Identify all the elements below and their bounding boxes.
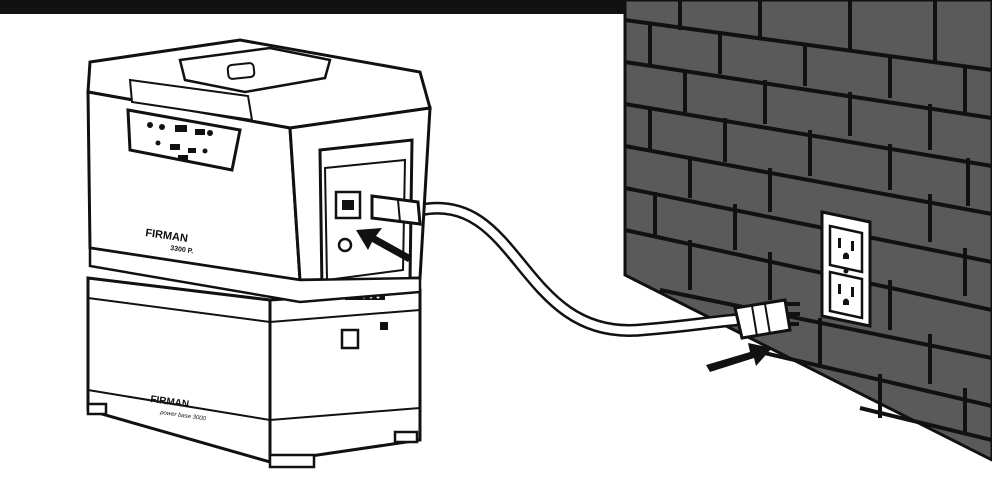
- base-brand-logo: FIRMAN: [150, 394, 190, 410]
- ac-cord: [413, 201, 742, 337]
- control-panel: [126, 108, 242, 172]
- cord-plug: [370, 194, 422, 226]
- wall-outlet: [820, 210, 872, 328]
- station-model-label: 3300 P.: [170, 245, 194, 255]
- arrow-icon: [356, 228, 412, 262]
- arrow-icon: [706, 343, 772, 372]
- top-banner: [0, 0, 760, 14]
- port-icon: [147, 122, 153, 128]
- brick-wall: [623, 0, 992, 462]
- wall-plug: [733, 298, 800, 340]
- battery-base: FIRMAN power base 3000: [86, 276, 422, 469]
- power-station: FIRMAN 3300 P.: [86, 38, 432, 304]
- station-brand-logo: FIRMAN: [145, 227, 189, 245]
